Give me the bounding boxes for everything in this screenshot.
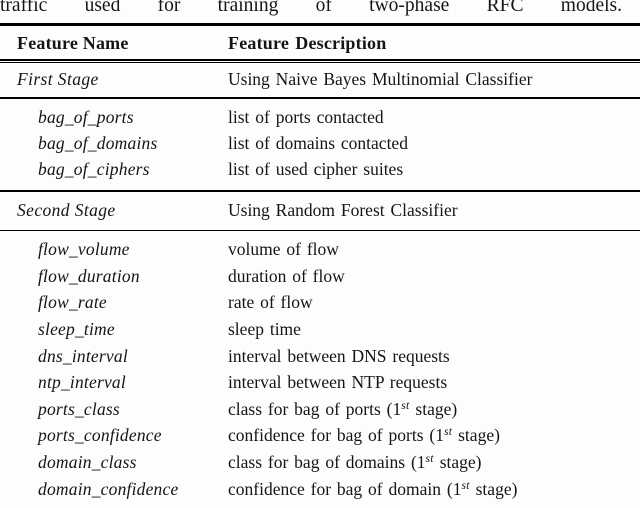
feature-description: duration of flow: [228, 265, 640, 292]
section-row: First Stage Using Naive Bayes Multinomial…: [0, 63, 640, 97]
feature-description: list of ports contacted: [228, 106, 640, 132]
feature-name: dns_interval: [38, 345, 128, 366]
section-rule: [0, 97, 640, 100]
feature-row: bag_of_domains list of domains contacted: [0, 132, 640, 158]
feature-name: flow_volume: [38, 239, 130, 260]
feature-description-text: confidence for bag of ports (1: [228, 425, 444, 446]
feature-description: confidence for bag of domain (1st stage): [228, 478, 640, 505]
feature-description-text: duration of flow: [228, 265, 345, 286]
feature-name: ntp_interval: [38, 372, 126, 393]
feature-description: list of used cipher suites: [228, 158, 640, 184]
feature-name: domain_class: [38, 452, 137, 473]
feature-name: domain_confidence: [38, 478, 179, 499]
feature-description: rate of flow: [228, 291, 640, 318]
feature-description: interval between NTP requests: [228, 371, 640, 398]
feature-group: flow_volume volume of flow flow_duration du…: [0, 231, 640, 508]
feature-row: dns_interval interval between DNS request…: [0, 345, 640, 372]
feature-description: class for bag of domains (1st stage): [228, 451, 640, 478]
column-header-feature-description: Feature Description: [228, 32, 387, 53]
feature-description-superscript: st: [401, 399, 410, 412]
table-header-row: Feature Name Feature Description: [0, 26, 640, 59]
feature-description: interval between DNS requests: [228, 345, 640, 372]
section-subtitle: Using Naive Bayes Multinomial Classifier: [228, 69, 533, 90]
feature-name: bag_of_ciphers: [38, 159, 150, 180]
feature-description-superscript: st: [443, 426, 453, 439]
feature-row: flow_volume volume of flow: [0, 238, 640, 265]
feature-row: bag_of_ciphers list of used cipher suites: [0, 158, 640, 184]
feature-description-text: interval between DNS requests: [228, 345, 450, 366]
feature-name: sleep_time: [38, 319, 115, 340]
feature-description-superscript: st: [425, 453, 434, 466]
table-body: First Stage Using Naive Bayes Multinomial…: [0, 63, 640, 508]
feature-description-text: confidence for bag of domain (1: [228, 478, 462, 499]
feature-description: volume of flow: [228, 238, 640, 265]
feature-description: sleep time: [228, 318, 640, 345]
feature-row: bag_of_ports list of ports contacted: [0, 106, 640, 132]
feature-row: ntp_interval interval between NTP request…: [0, 371, 640, 398]
feature-name: flow_duration: [38, 265, 140, 286]
feature-description-text: list of used cipher suites: [228, 159, 404, 180]
feature-name: bag_of_domains: [38, 133, 158, 154]
section-rule: [0, 229, 640, 232]
feature-description: class for bag of ports (1st stage): [228, 398, 640, 425]
feature-description-text: rate of flow: [228, 292, 313, 313]
feature-row: flow_duration duration of flow: [0, 265, 640, 292]
feature-description: confidence for bag of ports (1st stage): [228, 424, 640, 451]
feature-name: cipher_class: [0, 504, 228, 508]
feature-row: ports_confidence confidence for bag of po…: [0, 424, 640, 451]
feature-row: flow_rate rate of flow: [0, 291, 640, 318]
feature-name: flow_rate: [38, 292, 107, 313]
feature-description-text: class for bag of domains (1: [228, 452, 426, 473]
feature-row: domain_confidence confidence for bag of d…: [0, 478, 640, 505]
feature-description-text-after: stage): [452, 425, 500, 446]
feature-name: bag_of_ports: [38, 107, 134, 128]
feature-description: list of domains contacted: [228, 132, 640, 158]
feature-name: ports_class: [38, 398, 120, 419]
feature-description: class for bag of cipher suites (1st stag…: [228, 504, 640, 508]
feature-description-text: sleep time: [228, 319, 301, 340]
table-caption-clip: traffic used for training of two-phase R…: [0, 0, 640, 17]
feature-row: ports_class class for bag of ports (1st s…: [0, 398, 640, 425]
section-separator-rule: [0, 190, 640, 192]
section-row: Second Stage Using Random Forest Classifi…: [0, 192, 640, 230]
section-title: First Stage: [17, 69, 99, 90]
feature-description-text: class for bag of ports (1: [228, 398, 402, 419]
header-double-rule: [0, 58, 640, 64]
feature-description-text: list of ports contacted: [228, 107, 384, 128]
feature-description-text-after: stage): [464, 505, 512, 508]
table-caption: traffic used for training of two-phase R…: [0, 0, 622, 16]
feature-description-superscript: st: [456, 506, 464, 508]
feature-description-text-after: stage): [409, 398, 458, 419]
feature-description-text-after: stage): [433, 452, 482, 473]
feature-description-superscript: st: [461, 479, 470, 492]
feature-description-text: list of domains contacted: [228, 133, 408, 154]
section-title: Second Stage: [17, 199, 116, 220]
feature-description-text: interval between NTP requests: [228, 372, 448, 393]
column-header-feature-name: Feature Name: [17, 32, 129, 53]
section-subtitle: Using Random Forest Classifier: [228, 199, 458, 220]
feature-description-text: volume of flow: [228, 239, 339, 260]
table-top-rule: [0, 23, 640, 26]
feature-description-text-after: stage): [469, 478, 518, 499]
feature-name: ports_confidence: [38, 425, 162, 446]
feature-row: sleep_time sleep time: [0, 318, 640, 345]
feature-description-text: class for bag of cipher suites (1: [228, 505, 456, 508]
